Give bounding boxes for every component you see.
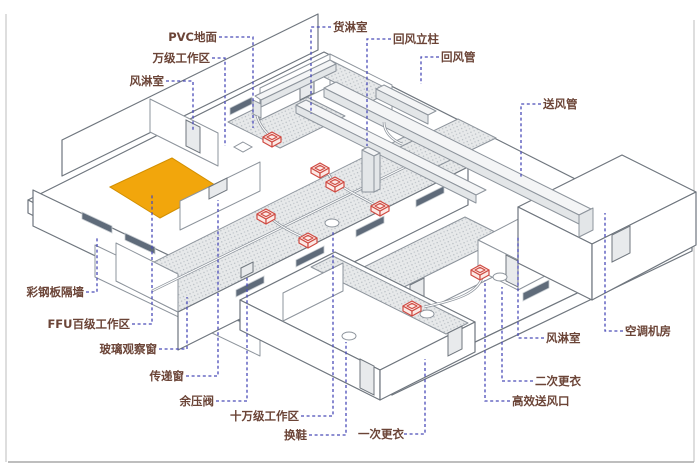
- label-glass-observation-window: 玻璃观察窗: [100, 342, 158, 356]
- hepa-supply-outlet-unit: [470, 264, 490, 281]
- pass-window-wall: [179, 161, 261, 231]
- label-second-changing-room: 二次更衣: [535, 374, 581, 388]
- hall-window: [235, 275, 265, 298]
- hall-window: [295, 245, 325, 268]
- return-air-column-side: [373, 152, 381, 193]
- pressure-relief-valve-unit: [240, 261, 254, 279]
- supply-duct-branch-side: [295, 104, 477, 204]
- leader-cargo-shower: [310, 26, 331, 114]
- leader-first-changing-room: [404, 359, 426, 435]
- partition-window: [124, 232, 156, 255]
- back-wall-window: [229, 96, 253, 116]
- leader-ac-machine-room: [604, 213, 623, 332]
- duct-work: [252, 59, 594, 238]
- floor-marker: [419, 309, 435, 319]
- label-color-steel-partition: 彩钢板隔墙: [26, 285, 85, 299]
- floor-marker: [324, 218, 340, 228]
- supply-duct-drop: [578, 207, 594, 238]
- label-pass-through-window: 传递窗: [149, 369, 185, 383]
- pass-through-box: [208, 177, 228, 200]
- hall-end-wall: [115, 242, 179, 313]
- leader-second-changing-room: [501, 287, 533, 382]
- leader-supply-air-duct: [520, 103, 541, 178]
- leader-return-air-duct: [420, 56, 439, 84]
- label-return-air-duct: 回风管: [441, 50, 476, 64]
- machine-room-door: [611, 225, 631, 263]
- hepa-units-layer: [256, 131, 490, 317]
- hepa-supply-outlet-unit: [298, 232, 318, 249]
- top-left-duct-drop: [252, 99, 262, 119]
- hepa-supply-outlet-unit: [256, 208, 276, 225]
- air-shower-door: [185, 119, 201, 154]
- back-wall: [61, 13, 319, 177]
- floor-markers: [232, 141, 508, 341]
- leader-return-air-column: [366, 38, 391, 146]
- wing-window: [522, 279, 550, 302]
- label-hepa-supply-outlet: 高效送风口: [512, 394, 570, 408]
- leader-shoe-change: [309, 342, 347, 436]
- return-air-duct-side: [375, 88, 429, 125]
- leader-pvc-floor: [219, 36, 254, 128]
- floor-marker: [492, 272, 508, 282]
- label-air-shower-bottom: 风淋室: [546, 331, 581, 345]
- label-first-changing-room: 一次更衣: [358, 427, 404, 441]
- label-supply-air-duct: 送风管: [542, 97, 578, 111]
- label-ffu-class-100-workzone: FFU百级工作区: [47, 317, 130, 331]
- floor-marker-diamond: [232, 141, 254, 153]
- leader-pressure-relief-valve: [216, 278, 248, 402]
- bottom-rooms-block: [239, 251, 476, 401]
- partition-window: [81, 211, 113, 234]
- hepa-supply-outlet-unit: [310, 162, 330, 179]
- leader-class-10k-workzone: [212, 57, 226, 146]
- leader-ffu-class-100-workzone: [132, 194, 153, 325]
- label-shoe-change: 换鞋: [284, 428, 307, 442]
- hepa-supply-outlet-unit: [370, 200, 390, 217]
- bottom-door: [359, 358, 375, 396]
- hepa-supply-outlet-unit: [402, 300, 422, 317]
- label-ac-machine-room: 空调机房: [625, 324, 671, 338]
- leader-color-steel-partition: [86, 238, 98, 293]
- label-pressure-relief-valve: 余压阀: [179, 394, 215, 408]
- label-class-10k-workzone: 万级工作区: [152, 51, 211, 65]
- air-shower-door: [505, 254, 519, 288]
- bottom-block-partition: [282, 262, 344, 322]
- air-shower-partition: [149, 98, 219, 167]
- bottom-door: [447, 325, 463, 357]
- machine-room-right-wall: [591, 191, 697, 301]
- label-leader-lines: [86, 26, 623, 436]
- label-class-100k-workzone: 十万级工作区: [230, 409, 299, 423]
- ac-machine-room-block: [517, 154, 697, 301]
- label-cargo-shower: 货淋室: [332, 20, 368, 34]
- leader-glass-observation-window: [159, 297, 188, 350]
- return-air-column-front: [361, 149, 375, 193]
- hepa-supply-outlet-unit: [325, 176, 345, 193]
- label-air-shower-top: 风淋室: [130, 74, 165, 88]
- label-pvc-floor: PVC地面: [168, 30, 217, 44]
- hall-window: [415, 185, 445, 208]
- diagram-labels: PVC地面万级工作区风淋室货淋室回风立柱回风管送风管空调机房风淋室二次更衣高效送…: [26, 20, 672, 442]
- hepa-supply-outlet-unit: [262, 131, 282, 148]
- floor-marker: [341, 331, 357, 341]
- leader-hepa-supply-outlet: [484, 280, 510, 402]
- label-return-air-column: 回风立柱: [393, 32, 439, 46]
- hall-window: [355, 215, 385, 238]
